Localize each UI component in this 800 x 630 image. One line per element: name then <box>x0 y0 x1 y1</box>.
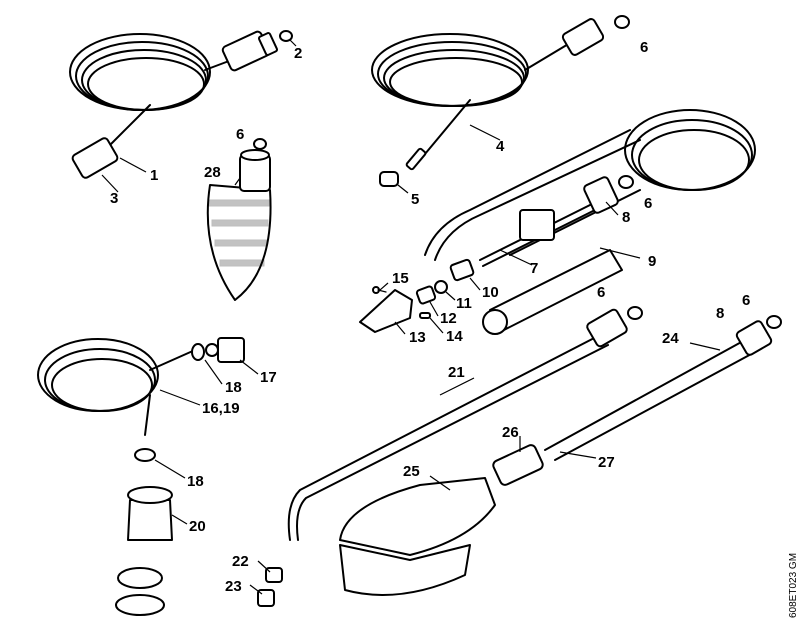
joint-26 <box>492 444 544 486</box>
clamp-18-top <box>191 343 205 361</box>
label-28: 28 <box>204 164 221 181</box>
drawing-code: 608ET023 GM <box>788 553 799 618</box>
label-25: 25 <box>403 463 420 480</box>
hose-16-19 <box>37 338 196 436</box>
label-7: 7 <box>530 260 538 277</box>
nozzle-13 <box>359 289 413 333</box>
extension-9 <box>482 249 623 335</box>
hose-9 <box>424 109 756 261</box>
jet-12 <box>415 285 437 305</box>
label-26: 26 <box>502 424 519 441</box>
clamp-18-bottom <box>134 448 156 462</box>
hose-1 <box>69 30 279 179</box>
tube-24 <box>544 320 773 461</box>
label-11: 11 <box>456 295 472 312</box>
label-6-hose: 6 <box>640 39 648 56</box>
lance-7 <box>479 176 619 267</box>
label-2: 2 <box>294 45 302 62</box>
label-6-lance: 6 <box>644 195 652 212</box>
label-5: 5 <box>411 191 419 208</box>
o-ring-6-lance-21 <box>627 306 643 320</box>
label-17: 17 <box>260 369 277 386</box>
label-1: 1 <box>150 167 158 184</box>
label-9: 9 <box>648 253 656 270</box>
label-14: 14 <box>446 328 463 345</box>
label-23: 23 <box>225 578 242 595</box>
label-22: 22 <box>232 553 249 570</box>
nozzle-10 <box>449 258 475 282</box>
label-8-lance: 8 <box>622 209 630 226</box>
filter-20 <box>115 486 173 616</box>
label-20: 20 <box>189 518 206 535</box>
label-10: 10 <box>482 284 499 301</box>
nozzle-5 <box>379 171 399 187</box>
o-ring-6-lance <box>618 175 634 189</box>
label-18-top: 18 <box>225 379 242 396</box>
o-ring-6-hose <box>614 15 630 29</box>
o-ring-2 <box>279 30 293 42</box>
o-ring-6-tube <box>766 315 782 329</box>
brush-28 <box>206 149 272 301</box>
lance-21 <box>287 308 628 541</box>
connector-17 <box>205 337 245 363</box>
label-18-bottom: 18 <box>187 473 204 490</box>
brush-25 <box>339 477 496 596</box>
label-16-19: 16,19 <box>202 400 240 417</box>
label-21: 21 <box>448 364 465 381</box>
pin-15 <box>372 286 387 294</box>
o-ring-6-brush <box>253 138 267 150</box>
label-27: 27 <box>598 454 615 471</box>
label-24: 24 <box>662 330 679 347</box>
label-15: 15 <box>392 270 409 287</box>
label-6-brush: 6 <box>236 126 244 143</box>
label-3: 3 <box>110 190 118 207</box>
label-8-tube: 8 <box>716 305 724 322</box>
label-12: 12 <box>440 310 457 327</box>
pin-14 <box>419 312 431 319</box>
o-ring-11 <box>434 280 448 294</box>
label-13: 13 <box>409 329 426 346</box>
hose-4 <box>371 18 605 171</box>
label-4: 4 <box>496 138 505 155</box>
label-6-tube: 6 <box>742 292 750 309</box>
label-6-lance-21: 6 <box>597 284 605 301</box>
